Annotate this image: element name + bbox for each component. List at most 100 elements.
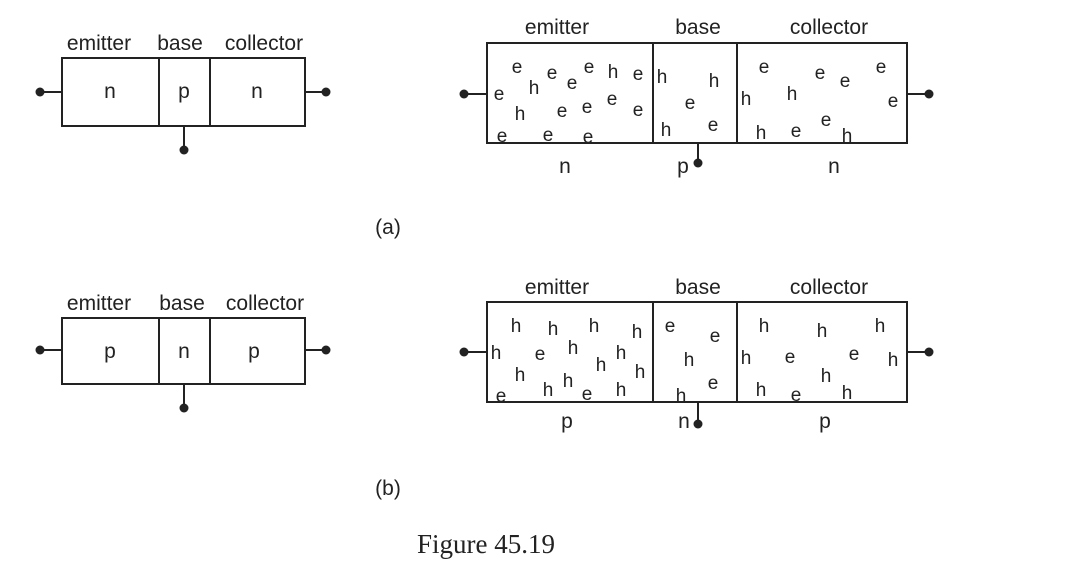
pnp-emitter-header: emitter — [525, 276, 589, 299]
pnp-base-header: base — [675, 276, 721, 299]
npn-emitter-electron-label: e — [547, 63, 558, 84]
npn-collector-electron-label: e — [759, 57, 770, 78]
pnp-base-type: n — [678, 410, 690, 433]
npn-base-hole-label: h — [709, 71, 720, 92]
npn-collector-electron-label: e — [888, 91, 899, 112]
npn-emitter-electron-label: e — [633, 64, 644, 85]
pnp-carrier-base-terminal — [693, 419, 703, 429]
npn-base-type: p — [677, 155, 689, 178]
pnp-base-hole-label: h — [676, 386, 687, 407]
pnp-emitter-hole-label: h — [563, 371, 574, 392]
figure-caption: Figure 45.19 — [417, 529, 555, 559]
npn-collector-electron-label: e — [840, 71, 851, 92]
pnp-base-electron-label: e — [710, 326, 721, 347]
pnp-emitter-hole-label: h — [491, 343, 502, 364]
npn-emitter-electron-label: e — [497, 126, 508, 147]
npn-emitter-electron-label: e — [607, 89, 618, 110]
npn-emitter-electron-label: e — [543, 125, 554, 146]
pnp-emitter-hole-label: h — [548, 319, 559, 340]
npn-base-hole-label: h — [661, 120, 672, 141]
pnp-collector-electron-label: e — [785, 347, 796, 368]
pnp-emitter-electron-label: e — [582, 384, 593, 405]
pnp-collector-electron-label: e — [791, 385, 802, 406]
npn-emitter-electron-label: e — [494, 84, 505, 105]
npn-symbol-base-label: base — [157, 32, 203, 55]
pnp-emitter-electron-label: e — [535, 344, 546, 365]
npn-emitter-electron-label: e — [582, 97, 593, 118]
npn-symbol-emitter-label: emitter — [67, 32, 131, 55]
pnp-emitter-hole-label: h — [616, 343, 627, 364]
npn-collector-hole-label: h — [842, 126, 853, 147]
pnp-symbol-collector-region: p — [248, 340, 260, 363]
pnp-emitter-hole-label: h — [515, 365, 526, 386]
pnp-symbol-emitter-terminal — [35, 345, 45, 355]
pnp-carrier-collector-terminal — [924, 347, 934, 357]
pnp-collector-hole-label: h — [756, 380, 767, 401]
npn-collector-hole-label: h — [741, 89, 752, 110]
pnp-collector-hole-label: h — [842, 383, 853, 404]
pnp-diagram: emitter base collector p n p emitter bas… — [35, 276, 934, 500]
pnp-base-hole-label: h — [684, 350, 695, 371]
npn-emitter-electron-label: e — [567, 73, 578, 94]
npn-diagram: emitter base collector n p n emitter bas… — [35, 16, 934, 239]
npn-emitter-hole-label: h — [529, 78, 540, 99]
npn-symbol-collector-terminal — [321, 87, 331, 97]
pnp-carrier-emitter-terminal — [459, 347, 469, 357]
pnp-emitter-hole-label: h — [635, 362, 646, 383]
pnp-emitter-hole-label: h — [589, 316, 600, 337]
npn-collector-hole-label: h — [787, 84, 798, 105]
npn-carrier-collector-terminal — [924, 89, 934, 99]
npn-emitter-hole-label: h — [515, 104, 526, 125]
pnp-emitter-hole-label: h — [568, 338, 579, 359]
pnp-emitter-electron-label: e — [496, 386, 507, 407]
pnp-symbol-base-region: n — [178, 340, 190, 363]
npn-base-header: base — [675, 16, 721, 39]
pnp-base-electron-label: e — [708, 373, 719, 394]
npn-carrier-emitter-terminal — [459, 89, 469, 99]
npn-symbol-collector-region: n — [251, 80, 263, 103]
pnp-collector-hole-label: h — [817, 321, 828, 342]
pnp-collector-hole-label: h — [821, 366, 832, 387]
pnp-collector-hole-label: h — [875, 316, 886, 337]
pnp-emitter-hole-label: h — [632, 322, 643, 343]
npn-symbol-emitter-terminal — [35, 87, 45, 97]
panel-label-b: (b) — [375, 477, 401, 500]
pnp-collector-type: p — [819, 410, 831, 433]
npn-base-electron-label: e — [685, 93, 696, 114]
npn-symbol-base-terminal — [179, 145, 189, 155]
npn-symbol-base-region: p — [178, 80, 190, 103]
npn-collector-electron-label: e — [791, 121, 802, 142]
npn-symbol-collector-label: collector — [225, 32, 303, 55]
pnp-base-electron-label: e — [665, 316, 676, 337]
npn-emitter-header: emitter — [525, 16, 589, 39]
pnp-emitter-hole-label: h — [511, 316, 522, 337]
pnp-symbol-collector-label: collector — [226, 292, 304, 315]
pnp-collector-electron-label: e — [849, 344, 860, 365]
npn-emitter-type: n — [559, 155, 571, 178]
pnp-collector-hole-label: h — [741, 348, 752, 369]
npn-symbol: emitter base collector n p n — [35, 32, 331, 155]
npn-symbol-emitter-region: n — [104, 80, 116, 103]
npn-emitter-electron-label: e — [583, 127, 594, 148]
pnp-symbol: emitter base collector p n p — [35, 292, 331, 413]
npn-emitter-electron-label: e — [584, 57, 595, 78]
panel-label-a: (a) — [375, 216, 401, 239]
pnp-emitter-hole-label: h — [543, 380, 554, 401]
npn-emitter-electron-label: e — [633, 100, 644, 121]
npn-collector-header: collector — [790, 16, 868, 39]
pnp-symbol-base-label: base — [159, 292, 205, 315]
pnp-emitter-type: p — [561, 410, 573, 433]
npn-emitter-electron-label: e — [512, 57, 523, 78]
pnp-symbol-collector-terminal — [321, 345, 331, 355]
npn-base-hole-label: h — [657, 67, 668, 88]
npn-emitter-hole-label: h — [608, 62, 619, 83]
pnp-symbol-emitter-label: emitter — [67, 292, 131, 315]
pnp-collector-hole-label: h — [888, 350, 899, 371]
pnp-emitter-hole-label: h — [616, 380, 627, 401]
pnp-collector-hole-label: h — [759, 316, 770, 337]
